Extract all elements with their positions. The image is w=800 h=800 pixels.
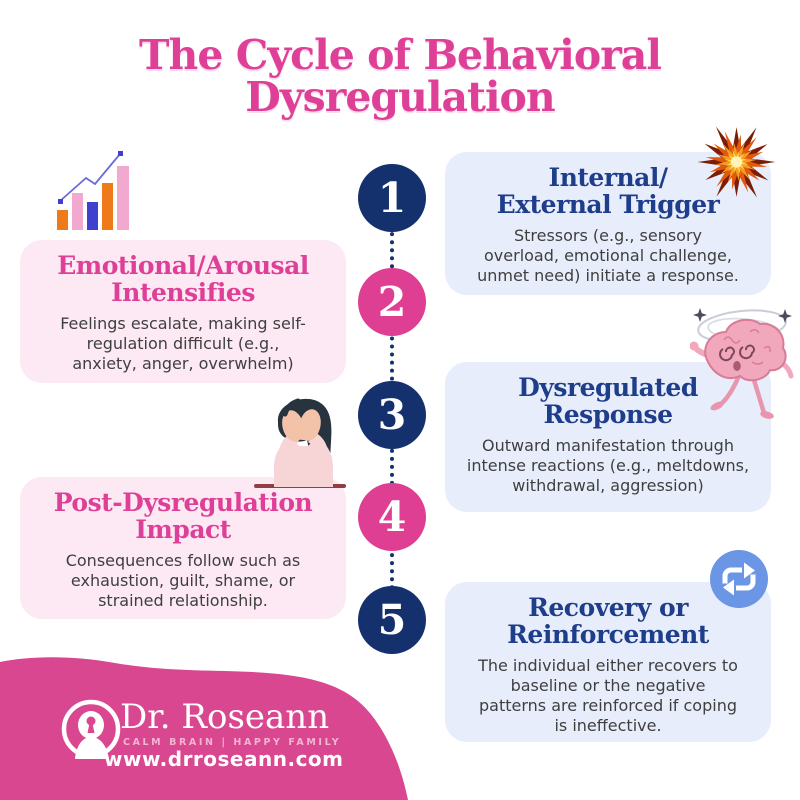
card-post-dysregulation-impact: Post-Dysregulation Impact Consequences f… (20, 477, 346, 619)
step-4-heading: Post-Dysregulation Impact (53, 488, 313, 544)
brand-tagline: CALM BRAIN | HAPPY FAMILY (123, 737, 342, 748)
starburst-icon (697, 126, 776, 198)
repeat-arrows-icon (710, 550, 768, 608)
page-title: The Cycle of Behavioral Dysregulation (139, 31, 662, 121)
brand-name: Dr. Roseann (120, 697, 330, 737)
step-2-number-badge: 2 (358, 268, 426, 336)
person-covering-face-icon (254, 398, 346, 488)
step-5-body: The individual either recovers to baseli… (478, 656, 738, 735)
step-3-body: Outward manifestation through intense re… (466, 436, 750, 495)
step-1-heading: Internal/ External Trigger (496, 163, 720, 219)
rising-bar-chart-icon (57, 151, 129, 230)
step-3-number-badge: 3 (358, 381, 426, 449)
card-emotional-arousal-intensifies: Emotional/Arousal Intensifies Feelings e… (20, 240, 346, 383)
footer-wave-shape (0, 657, 408, 800)
dizzy-brain-icon (690, 308, 794, 419)
step-4-number-badge: 4 (358, 483, 426, 551)
step-5-heading: Recovery or Reinforcement (507, 593, 709, 649)
step-2-heading: Emotional/Arousal Intensifies (57, 251, 309, 307)
step-4-body: Consequences follow such as exhaustion, … (65, 551, 301, 610)
step-1-body: Stressors (e.g., sensory overload, emoti… (477, 226, 739, 285)
step-1-number-badge: 1 (358, 164, 426, 232)
brand-website-link[interactable]: www.drroseann.com (104, 747, 344, 771)
step-5-number-badge: 5 (358, 586, 426, 654)
brand-head-keyhole-icon (61, 699, 121, 759)
card-internal-external-trigger: Internal/ External Trigger Stressors (e.… (445, 152, 771, 295)
card-dysregulated-response: Dysregulated Response Outward manifestat… (445, 362, 771, 512)
card-recovery-or-reinforcement: Recovery or Reinforcement The individual… (445, 582, 771, 742)
step-3-heading: Dysregulated Response (518, 373, 698, 429)
step-2-body: Feelings escalate, making self- regulati… (60, 314, 306, 373)
